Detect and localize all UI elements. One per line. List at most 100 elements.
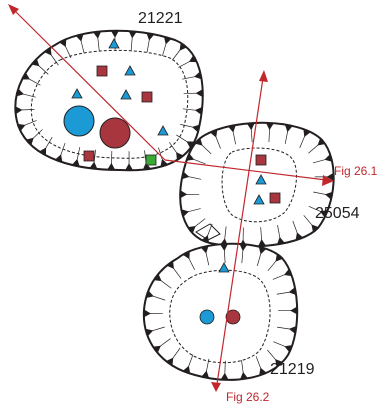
cell-21221-septum <box>182 75 201 80</box>
cell-25054-septum <box>182 208 201 214</box>
cell-25054-septum <box>260 227 263 247</box>
cell-21219-septum <box>185 252 195 271</box>
cell-25054-septum <box>312 157 332 164</box>
cell-25054 <box>179 121 335 248</box>
cell-21221-septum <box>79 34 85 54</box>
cell-21219-septum <box>241 244 244 264</box>
cell-21219-septum <box>147 293 166 301</box>
blue-circle-marker <box>199 309 215 325</box>
cell-21221-spike <box>188 55 198 63</box>
cell-21219-septum <box>204 246 210 266</box>
cell-21221-spike <box>160 158 169 167</box>
cell-21221-spike <box>163 36 172 45</box>
cell-21221-septum <box>47 49 59 66</box>
cell-25054-spike <box>284 124 293 133</box>
cell-21221-spike <box>142 162 151 170</box>
cell-21219-label: 21219 <box>270 361 315 378</box>
cell-21221-septum <box>176 134 193 146</box>
cell-25054-septum <box>292 220 300 240</box>
cell-25054-septum <box>213 130 221 149</box>
triangle-marker <box>253 194 265 205</box>
cell-21221-septum <box>146 33 151 53</box>
cell-25054-septum <box>277 224 282 244</box>
cell-21221-septum <box>178 58 196 68</box>
cell-21219-septum <box>204 358 210 378</box>
cell-21221-label: 21221 <box>138 10 183 27</box>
cell-21219-septum <box>277 326 296 331</box>
triangle-marker <box>120 89 132 100</box>
cell-21219-spike <box>200 245 209 254</box>
cell-21221-septum <box>180 124 199 129</box>
cell-25054-inner-boundary <box>221 147 297 223</box>
cell-21221-septum <box>15 108 35 111</box>
cell-25054-septum <box>223 226 227 246</box>
cell-21221-inner-boundary <box>30 49 189 159</box>
square-marker <box>83 150 95 162</box>
cell-25054-septum <box>231 125 236 145</box>
cell-21219-spike <box>145 328 154 337</box>
square-marker <box>255 154 267 166</box>
cell-21221-septum <box>18 120 37 128</box>
cell-21221-spike <box>21 72 30 80</box>
cell-21221-septum <box>172 44 185 61</box>
triangle-marker <box>124 65 136 76</box>
cell-21221-spike <box>191 124 200 133</box>
fig-26-1-label: Fig 26.1 <box>334 164 378 178</box>
cell-21221-septum <box>96 31 100 51</box>
cell-21221-spike <box>16 88 25 97</box>
cell-21221-spike <box>93 31 102 39</box>
fig-26-2-arrowhead <box>259 70 268 82</box>
cell-25054-spike <box>181 209 189 218</box>
square-marker <box>141 91 153 103</box>
cell-21219-spike <box>258 246 267 255</box>
cell-21221-spike <box>146 32 155 41</box>
cell-21221-spike <box>186 141 195 149</box>
cell-25054-septum <box>308 205 327 215</box>
cell-21221-septum <box>169 142 181 159</box>
cell-21219-septum <box>276 290 296 295</box>
cell-21221-outline <box>14 29 204 172</box>
cell-21221-septum <box>17 92 36 98</box>
green-square-marker <box>145 154 157 166</box>
cell-21221-septum <box>93 149 96 169</box>
cell-25054-septum <box>308 140 324 154</box>
cell-21219-markers <box>199 262 241 325</box>
cell-25054-spike <box>181 171 190 180</box>
cell-21219-septum <box>272 272 291 280</box>
cell-21219-spike <box>288 287 297 296</box>
cell-21221-markers <box>63 38 169 166</box>
cell-25054-septum <box>284 125 290 144</box>
section-line-fig-26-1: Fig 26.1 <box>8 4 378 186</box>
fig-26-2-arrowhead <box>211 382 221 392</box>
cell-21219-spike <box>288 326 297 334</box>
cell-21219-septum <box>267 349 280 365</box>
cell-25054-markers <box>253 154 281 205</box>
cell-25054-septum <box>250 123 253 143</box>
cell-25054-spike <box>277 236 285 245</box>
cell-21221-septum <box>42 136 53 154</box>
cell-25054-septum <box>197 140 212 155</box>
cell-21219-septum <box>155 338 171 351</box>
cell-21221-spike <box>194 106 203 115</box>
cell-21221-spike <box>75 33 84 42</box>
cell-25054-septum <box>299 130 308 149</box>
red-circle-marker <box>225 309 241 325</box>
cell-21219-septum <box>155 276 172 289</box>
cell-25054-septum <box>313 191 332 197</box>
cell-21219-inner-boundary <box>169 269 271 364</box>
cell-21221-septum <box>75 147 81 166</box>
cell-21221-septum <box>130 31 134 51</box>
cell-21221-septum <box>62 40 72 58</box>
triangle-marker <box>218 262 230 273</box>
fig-26-1-arrowhead <box>8 4 19 15</box>
cell-25054-spike <box>324 154 333 162</box>
triangle-marker <box>255 174 267 185</box>
cell-21219-septum <box>168 347 181 364</box>
square-marker <box>269 192 281 204</box>
cell-21219-septum <box>169 263 182 279</box>
cell-21219-septum <box>186 354 194 373</box>
cell-21219-septum <box>146 326 165 333</box>
cell-21219-septum <box>273 341 292 350</box>
cell-21219-spike <box>240 371 248 380</box>
cell-21221-septum <box>28 129 43 143</box>
